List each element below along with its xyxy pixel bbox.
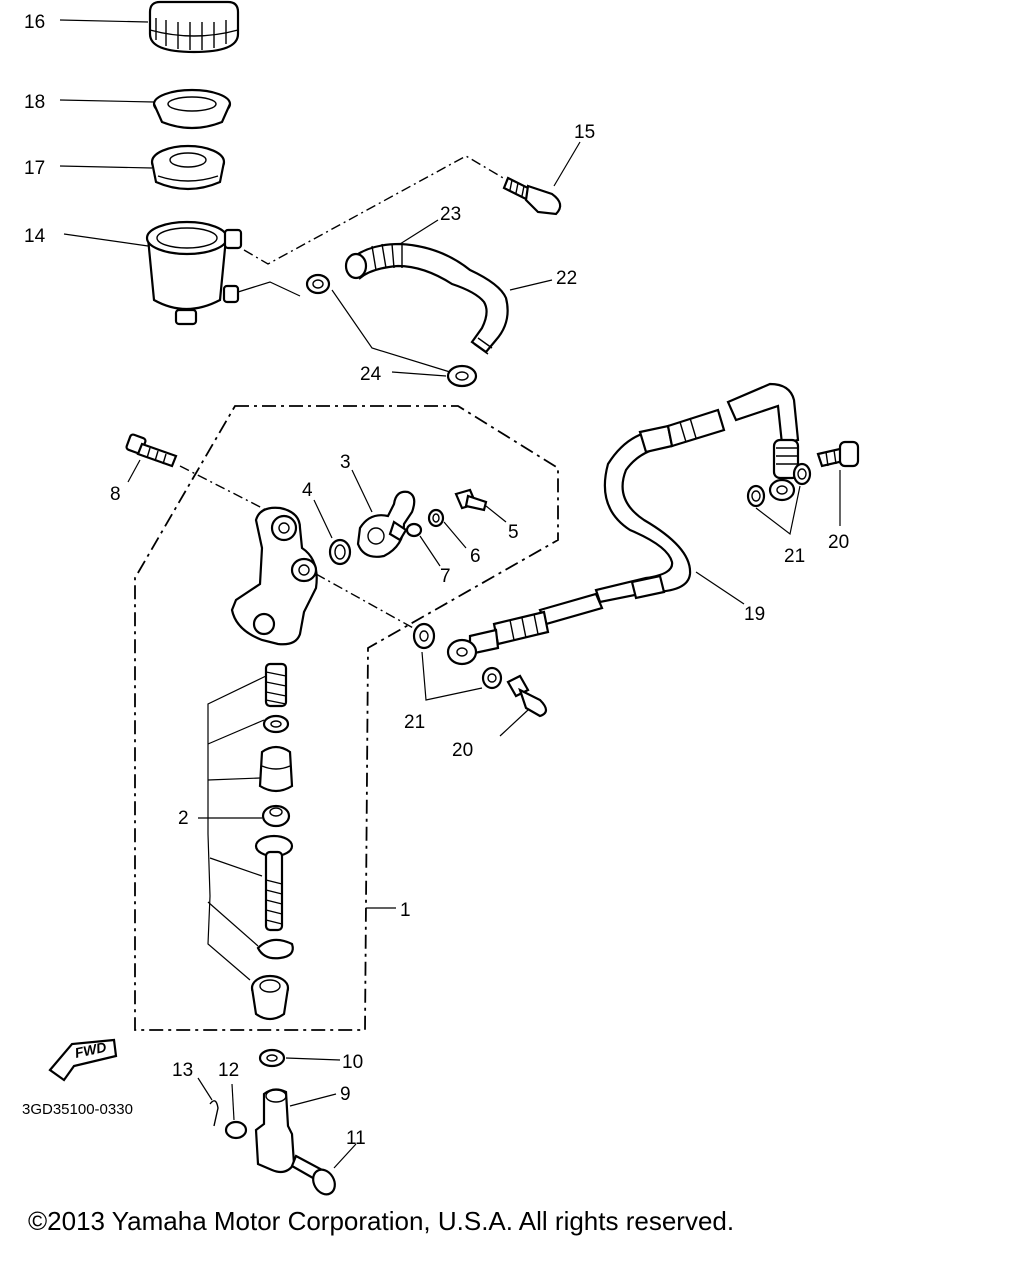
label-21-upper: 21: [784, 546, 805, 567]
label-20-upper: 20: [828, 532, 849, 553]
label-10: 10: [342, 1052, 363, 1073]
part-7-washer: [405, 522, 423, 538]
label-20-lower: 20: [452, 740, 473, 761]
label-15: 15: [574, 122, 595, 143]
part-3-hose-joint: [356, 490, 416, 558]
part-21-washer-d: [792, 462, 812, 486]
part-14-reservoir: [145, 220, 243, 326]
label-7: 7: [440, 566, 451, 587]
part-2-cup: [261, 804, 291, 828]
part-21-washer-b: [481, 666, 503, 690]
part-22-hose: [344, 242, 509, 355]
part-5-screw: [454, 488, 488, 512]
part-20-union-bolt-upper: [816, 440, 860, 468]
label-6: 6: [470, 546, 481, 567]
copyright-notice: ©2013 Yamaha Motor Corporation, U.S.A. A…: [28, 1206, 735, 1236]
circlip: [256, 938, 294, 960]
part-16-cap: [148, 0, 240, 54]
part-18-diaphragm-holder: [152, 88, 232, 130]
part-15-screw: [502, 176, 562, 216]
label-13: 13: [172, 1060, 193, 1081]
piston-kit-cup: [262, 714, 290, 734]
part-20-union-bolt-lower: [506, 674, 548, 718]
label-3: 3: [340, 452, 351, 473]
label-11: 11: [346, 1128, 366, 1149]
label-21-lower: 21: [404, 712, 425, 733]
label-9: 9: [340, 1084, 351, 1105]
label-4: 4: [302, 480, 313, 501]
part-8-bolt: [125, 433, 178, 468]
label-2: 2: [178, 808, 189, 829]
label-16: 16: [24, 12, 45, 33]
assembly-boundary: [134, 405, 559, 1031]
label-18: 18: [24, 92, 45, 113]
label-12: 12: [218, 1060, 239, 1081]
label-23: 23: [440, 204, 461, 225]
fwd-arrow-icon: [48, 1038, 118, 1082]
piston-kit-spring: [264, 662, 288, 708]
part-11-pin: [290, 1154, 336, 1196]
label-1: 1: [400, 900, 411, 921]
label-14: 14: [24, 226, 46, 247]
label-22: 22: [556, 268, 577, 289]
dust-boot: [250, 974, 290, 1021]
part-13-cotter-pin: [209, 1100, 219, 1127]
part-9-clevis: [254, 1088, 296, 1174]
part-17-diaphragm: [150, 144, 226, 191]
fwd-label: FWD: [73, 1039, 108, 1061]
master-cylinder-body: [230, 506, 318, 646]
piston-kit-piston: [258, 745, 294, 793]
part-4-o-ring: [328, 538, 352, 566]
label-19: 19: [744, 604, 765, 625]
label-24: 24: [360, 364, 382, 385]
part-21-washer-c: [746, 484, 766, 508]
label-5: 5: [508, 522, 519, 543]
part-24-clip-upper: [305, 273, 331, 295]
part-10-nut: [258, 1048, 286, 1068]
part-12-washer: [224, 1120, 248, 1140]
part-24-clip-lower: [446, 364, 478, 388]
label-8: 8: [110, 484, 121, 505]
push-rod: [254, 834, 294, 932]
diagram-code: 3GD35100-0330: [22, 1101, 133, 1118]
part-6-washer: [427, 508, 445, 528]
part-21-washer-a: [412, 622, 436, 650]
part-19-brake-hose: [446, 382, 800, 666]
label-17: 17: [24, 158, 45, 179]
